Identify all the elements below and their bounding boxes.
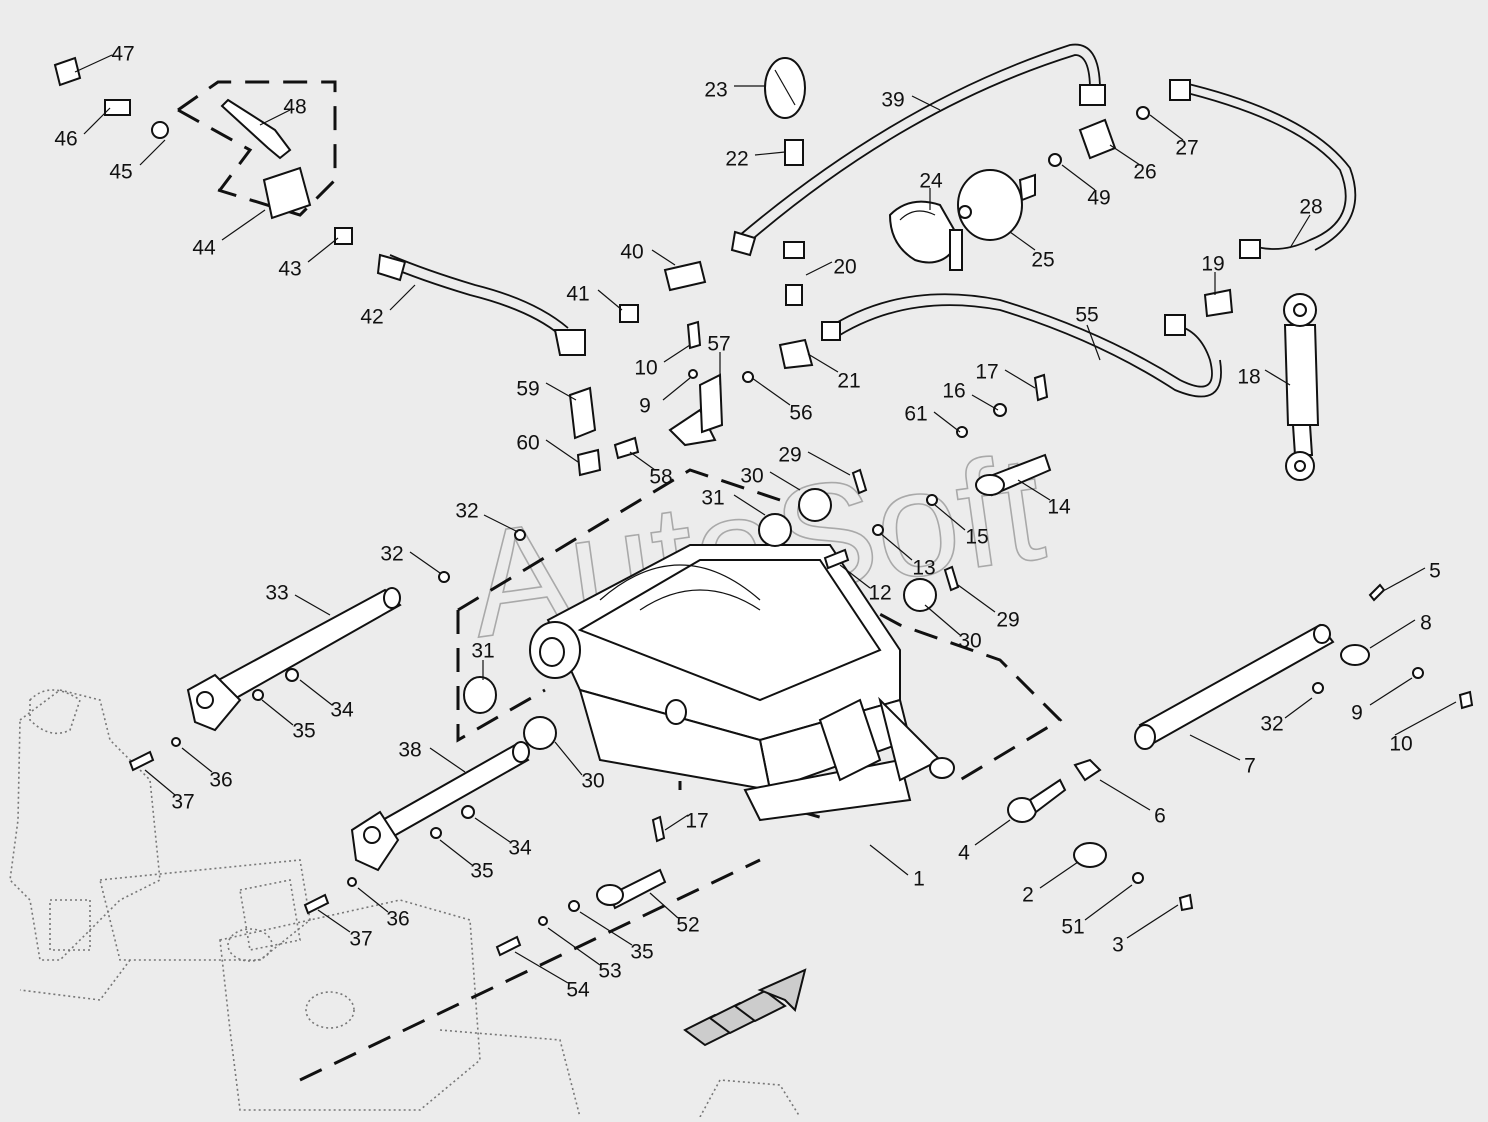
callout-label: 8 bbox=[1420, 612, 1432, 635]
callout-label: 35 bbox=[630, 941, 653, 964]
callout-label: 32 bbox=[1260, 713, 1283, 736]
callout-labels: 4746454844434241402322392425492627282021… bbox=[54, 43, 1441, 1002]
callout-label: 20 bbox=[833, 256, 856, 279]
callout-label: 30 bbox=[740, 465, 763, 488]
callout-label: 15 bbox=[965, 526, 988, 549]
callout-label: 44 bbox=[192, 237, 216, 260]
hydraulic-hoses bbox=[376, 43, 1357, 398]
callout-label: 23 bbox=[704, 79, 727, 102]
callout-label: 32 bbox=[455, 500, 478, 523]
callout-label: 13 bbox=[912, 557, 935, 580]
callout-label: 61 bbox=[904, 403, 927, 426]
callout-label: 56 bbox=[789, 402, 812, 425]
callout-label: 1 bbox=[913, 868, 925, 891]
callout-label: 53 bbox=[598, 960, 621, 983]
callout-label: 34 bbox=[330, 699, 354, 722]
callout-label: 17 bbox=[975, 361, 998, 384]
callout-label: 49 bbox=[1087, 187, 1110, 210]
callout-label: 21 bbox=[837, 370, 860, 393]
callout-label: 5 bbox=[1429, 560, 1441, 583]
callout-label: 51 bbox=[1061, 916, 1084, 939]
callout-label: 33 bbox=[265, 582, 288, 605]
callout-label: 28 bbox=[1299, 196, 1322, 219]
callout-label: 37 bbox=[171, 791, 194, 814]
track-rod bbox=[1134, 623, 1370, 750]
leader-lines bbox=[74, 54, 1457, 984]
pivot-pins bbox=[186, 453, 1052, 910]
callout-label: 9 bbox=[639, 395, 651, 418]
callout-label: 59 bbox=[516, 378, 539, 401]
callout-label: 10 bbox=[1389, 733, 1412, 756]
callout-label: 25 bbox=[1031, 249, 1054, 272]
callout-label: 31 bbox=[701, 487, 724, 510]
callout-label: 7 bbox=[1244, 755, 1256, 778]
callout-label: 37 bbox=[349, 928, 372, 951]
callout-label: 36 bbox=[209, 769, 232, 792]
callout-label: 60 bbox=[516, 432, 539, 455]
callout-label: 40 bbox=[620, 241, 643, 264]
callout-label: 18 bbox=[1237, 366, 1260, 389]
callout-label: 30 bbox=[581, 770, 604, 793]
callout-label: 9 bbox=[1351, 702, 1363, 725]
callout-label: 29 bbox=[996, 609, 1019, 632]
callout-label: 58 bbox=[649, 466, 672, 489]
callout-label: 34 bbox=[508, 837, 532, 860]
callout-label: 42 bbox=[360, 306, 383, 329]
callout-label: 43 bbox=[278, 258, 301, 281]
callout-label: 14 bbox=[1047, 496, 1071, 519]
callout-label: 22 bbox=[725, 148, 748, 171]
callout-label: 12 bbox=[868, 582, 891, 605]
callout-label: 41 bbox=[566, 283, 589, 306]
callout-label: 6 bbox=[1154, 805, 1166, 828]
callout-label: 19 bbox=[1201, 253, 1224, 276]
callout-label: 29 bbox=[778, 444, 801, 467]
callout-label: 46 bbox=[54, 128, 77, 151]
callout-label: 30 bbox=[958, 630, 981, 653]
direction-arrow bbox=[683, 968, 807, 1047]
callout-label: 17 bbox=[685, 810, 708, 833]
callout-label: 45 bbox=[109, 161, 132, 184]
callout-label: 35 bbox=[470, 860, 493, 883]
small-hardware bbox=[128, 320, 1474, 957]
callout-label: 3 bbox=[1112, 934, 1124, 957]
callout-label: 57 bbox=[707, 333, 730, 356]
callout-label: 39 bbox=[881, 89, 904, 112]
callout-label: 52 bbox=[676, 914, 699, 937]
callout-label: 27 bbox=[1175, 137, 1198, 160]
shock-absorber bbox=[1283, 293, 1320, 481]
callout-label: 55 bbox=[1075, 304, 1098, 327]
callout-label: 10 bbox=[634, 357, 657, 380]
callout-label: 38 bbox=[398, 739, 421, 762]
callout-label: 48 bbox=[283, 96, 306, 119]
callout-label: 32 bbox=[380, 543, 403, 566]
callout-label: 4 bbox=[958, 842, 970, 865]
tractor-frame-outline bbox=[9, 689, 801, 1118]
callout-label: 24 bbox=[919, 170, 943, 193]
callout-label: 31 bbox=[471, 640, 494, 663]
callout-label: 54 bbox=[566, 979, 590, 1002]
callout-label: 16 bbox=[942, 380, 965, 403]
callout-label: 35 bbox=[292, 720, 315, 743]
callout-label: 36 bbox=[386, 908, 409, 931]
callout-label: 47 bbox=[111, 43, 134, 66]
callout-label: 2 bbox=[1022, 884, 1034, 907]
callout-label: 26 bbox=[1133, 161, 1156, 184]
front-axle-frame bbox=[529, 544, 955, 822]
